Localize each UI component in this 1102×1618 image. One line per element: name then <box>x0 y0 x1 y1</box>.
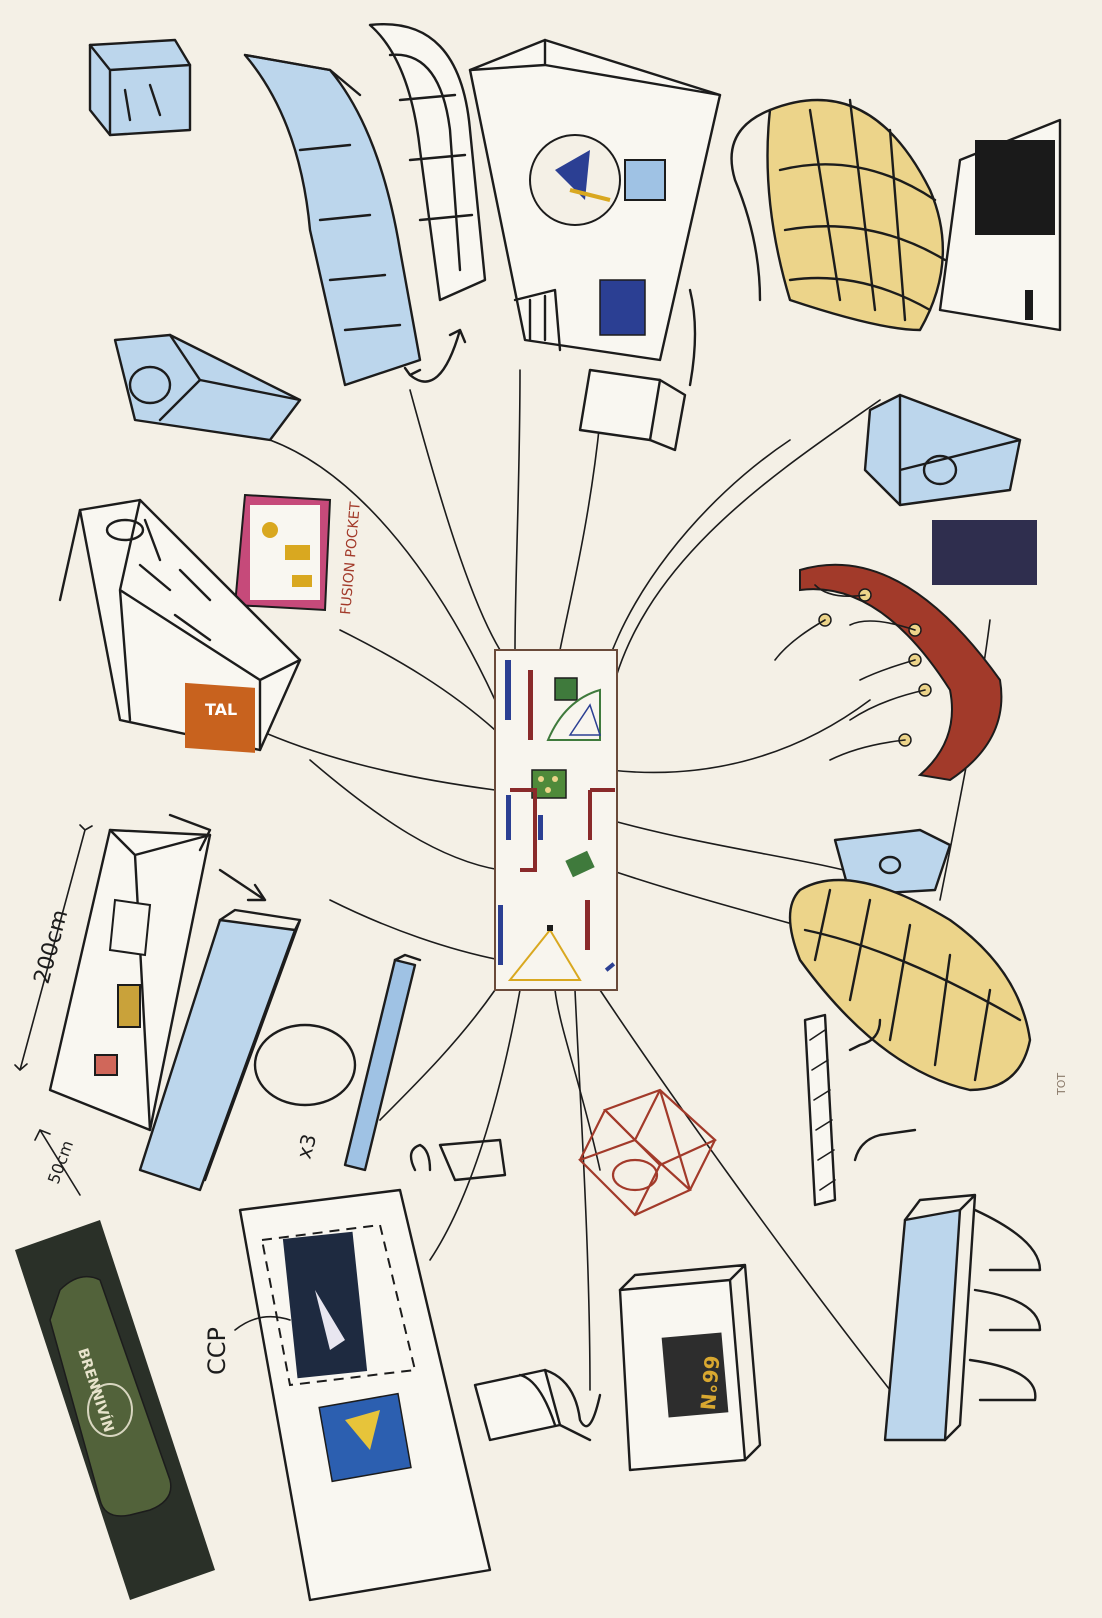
ring-and-slim-panel: x3 <box>255 955 420 1170</box>
dimension-200cm-label: 200cm <box>30 907 74 986</box>
n66-logo: 66°N <box>695 1355 724 1411</box>
angled-blue-box-left <box>115 335 300 440</box>
small-blue-box <box>90 40 190 135</box>
bracket-element <box>411 1140 505 1180</box>
navy-panel <box>932 520 1037 585</box>
red-wire-frame <box>580 1090 715 1215</box>
dimension-50cm: 50cm <box>35 1130 80 1195</box>
fusion-pocket-panel: FUSION POCKET <box>235 495 364 615</box>
brennivin-bottle-photo: BRENNIVÍN <box>15 1220 215 1600</box>
sixty-six-north-panel: 66°N <box>620 1265 760 1470</box>
fusion-pocket-label: FUSION POCKET <box>338 501 364 615</box>
ccp-panel: CCP <box>203 1190 490 1600</box>
black-panel <box>940 120 1060 330</box>
central-floor-plan <box>495 650 617 990</box>
blue-column-with-hooks <box>885 1195 1040 1440</box>
corner-mark: TOT <box>1055 1073 1068 1096</box>
hook-rail-display <box>775 565 1001 780</box>
angled-blue-box-right <box>865 395 1020 505</box>
back-wall-panel <box>470 40 720 360</box>
curved-shelf-unit <box>245 55 420 385</box>
ccp-label: CCP <box>203 1327 231 1375</box>
small-stand <box>475 1370 600 1440</box>
tal-logo: TAL <box>205 700 237 719</box>
curved-yellow-display <box>732 100 945 330</box>
multiplier-label: x3 <box>292 1131 322 1161</box>
